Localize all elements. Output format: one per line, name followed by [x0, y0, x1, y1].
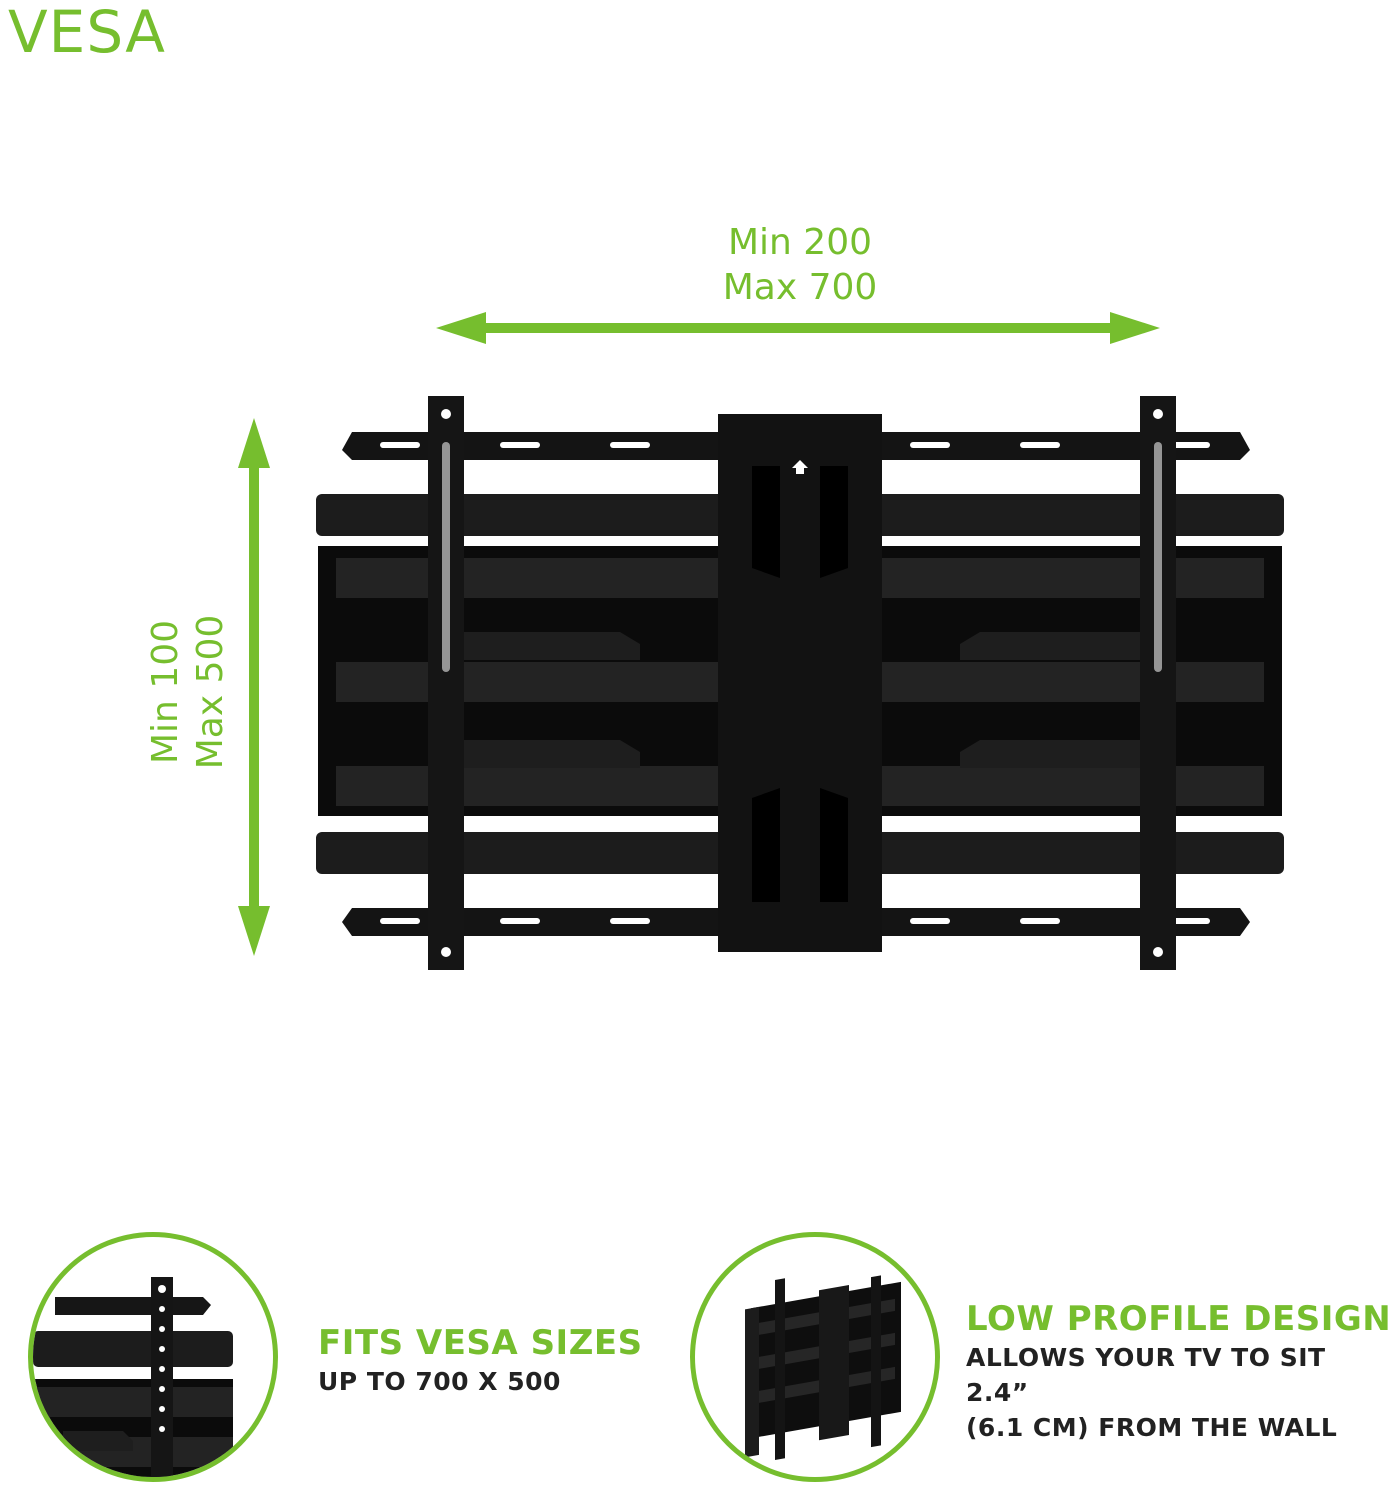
- width-arrow-icon: [436, 312, 1160, 344]
- feature-heading: LOW PROFILE DESIGN: [966, 1299, 1392, 1339]
- height-dimension-label: Min 100 Max 500: [143, 532, 233, 852]
- width-min: Min 200: [727, 222, 873, 263]
- feature-vesa-sizes: FITS VESA SIZES UP TO 700 X 500: [318, 1322, 643, 1399]
- feature-heading: FITS VESA SIZES: [318, 1323, 643, 1363]
- height-min: Min 100: [145, 619, 186, 765]
- height-arrow-icon: [238, 418, 270, 956]
- low-profile-thumbnail: [690, 1232, 940, 1482]
- feature-line: ALLOWS YOUR TV TO SIT 2.4”: [966, 1343, 1326, 1407]
- vesa-closeup-thumbnail: [28, 1232, 278, 1482]
- feature-low-profile: LOW PROFILE DESIGN ALLOWS YOUR TV TO SIT…: [966, 1298, 1394, 1445]
- tv-mount-diagram: [316, 396, 1284, 970]
- feature-line: UP TO 700 X 500: [318, 1367, 561, 1396]
- height-max: Max 500: [190, 614, 231, 770]
- feature-line: (6.1 CM) FROM THE WALL: [966, 1413, 1338, 1442]
- page-title: VESA: [8, 0, 166, 66]
- width-dimension-label: Min 200 Max 700: [600, 220, 1000, 310]
- width-max: Max 700: [722, 267, 878, 308]
